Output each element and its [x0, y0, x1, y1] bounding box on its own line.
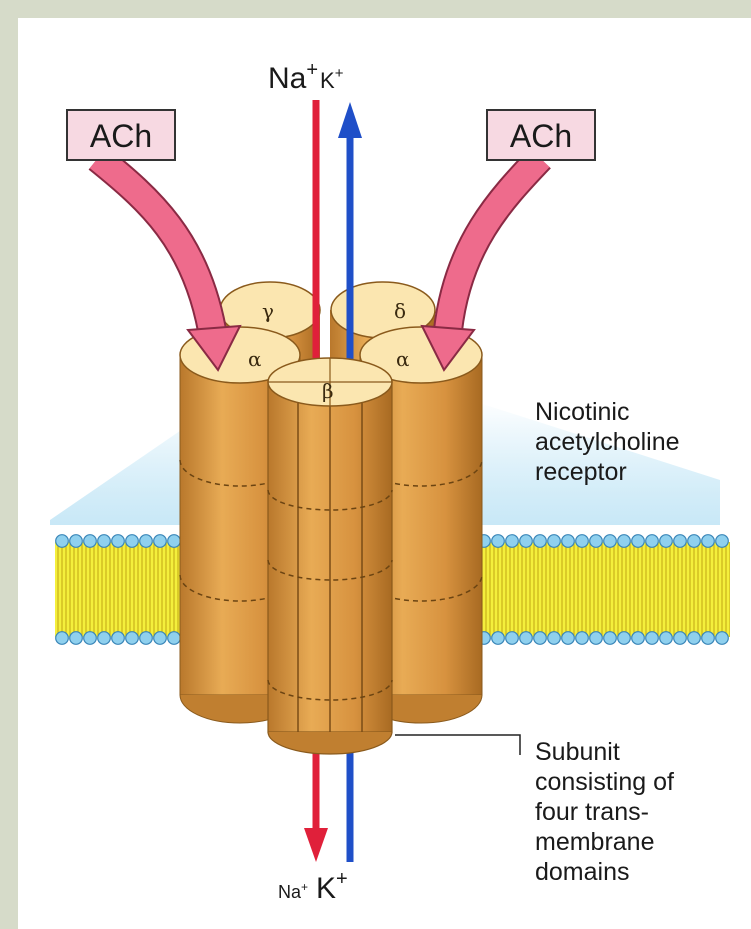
lipid-head — [56, 535, 69, 548]
lipid-head — [716, 535, 729, 548]
lipid-head — [56, 632, 69, 645]
lipid-head — [646, 632, 659, 645]
subunit-label-line-4: membrane — [535, 828, 655, 856]
subunit-beta — [268, 358, 392, 754]
lipid-head — [688, 535, 701, 548]
lipid-head — [492, 632, 505, 645]
subunit-callout: Subunit consisting of four trans- membra… — [395, 735, 674, 886]
lipid-head — [84, 535, 97, 548]
label-gamma: γ — [262, 299, 274, 323]
label-alpha-left: α — [248, 347, 262, 371]
lipid-head — [140, 535, 153, 548]
label-delta: δ — [394, 299, 406, 323]
lipid-head — [632, 632, 645, 645]
lipid-head — [716, 632, 729, 645]
lipid-head — [604, 632, 617, 645]
lipid-head — [520, 632, 533, 645]
ion-label-bottom: Na+K+ — [278, 868, 348, 905]
receptor-label-line-1: Nicotinic — [535, 398, 629, 426]
lipid-head — [576, 535, 589, 548]
lipid-head — [520, 535, 533, 548]
lipid-head — [590, 632, 603, 645]
lipid-head — [660, 632, 673, 645]
lipid-head — [576, 632, 589, 645]
lipid-head — [70, 535, 83, 548]
ach-box-left: ACh — [67, 110, 175, 160]
ach-arrow-right — [422, 158, 540, 370]
lipid-head — [590, 535, 603, 548]
lipid-head — [534, 632, 547, 645]
lipid-head — [168, 632, 181, 645]
lipid-head — [562, 535, 575, 548]
k-arrow-head — [338, 102, 362, 138]
lipid-head — [112, 535, 125, 548]
lipid-head — [506, 632, 519, 645]
receptor-label-line-3: receptor — [535, 458, 627, 486]
lipid-head — [618, 535, 631, 548]
ach-label-right: ACh — [510, 118, 572, 154]
ion-label-top: Na+K+ — [268, 59, 344, 95]
lipid-head — [632, 535, 645, 548]
lipid-head — [506, 535, 519, 548]
lipid-head — [154, 535, 167, 548]
lipid-head — [534, 535, 547, 548]
lipid-head — [98, 535, 111, 548]
lipid-head — [154, 632, 167, 645]
subunit-label-line-5: domains — [535, 858, 630, 886]
lipid-head — [168, 535, 181, 548]
lipid-head — [492, 535, 505, 548]
ach-label-left: ACh — [90, 118, 152, 154]
lipid-head — [702, 535, 715, 548]
lipid-head — [548, 535, 561, 548]
lipid-head — [562, 632, 575, 645]
na-arrow-head — [304, 828, 328, 862]
lipid-head — [702, 632, 715, 645]
lipid-head — [84, 632, 97, 645]
receptor-label-line-2: acetylcholine — [535, 428, 680, 456]
lipid-head — [660, 535, 673, 548]
lipid-head — [98, 632, 111, 645]
lipid-head — [604, 535, 617, 548]
lipid-head — [674, 632, 687, 645]
lipid-head — [126, 535, 139, 548]
lipid-head — [674, 535, 687, 548]
lipid-head — [646, 535, 659, 548]
lipid-head — [688, 632, 701, 645]
subunit-label-line-3: four trans- — [535, 798, 649, 826]
lipid-head — [618, 632, 631, 645]
callout-line — [395, 735, 520, 755]
lipid-head — [70, 632, 83, 645]
subunit-label-line-2: consisting of — [535, 768, 674, 796]
label-beta: β — [322, 379, 334, 403]
lipid-head — [548, 632, 561, 645]
lipid-head — [140, 632, 153, 645]
label-alpha-right: α — [396, 347, 410, 371]
lipid-head — [112, 632, 125, 645]
lipid-head — [126, 632, 139, 645]
ach-arrow-left — [98, 158, 240, 370]
subunit-label-line-1: Subunit — [535, 738, 620, 766]
ach-box-right: ACh — [487, 110, 595, 160]
